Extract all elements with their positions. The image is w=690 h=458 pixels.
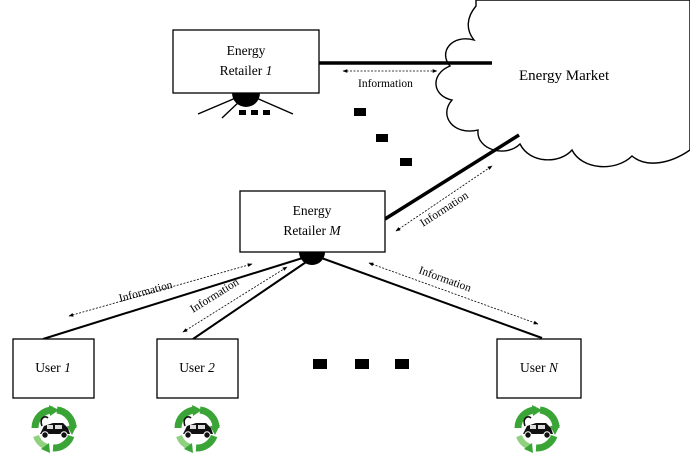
user-2-label: User 2 (179, 360, 215, 375)
energy-market-label: Energy Market (519, 68, 610, 84)
ellipsis-dot (395, 359, 409, 369)
ev-recycle-icon (518, 405, 560, 453)
user-n-label: User N (520, 360, 559, 375)
user-1-node: User 1 (12, 338, 95, 399)
ellipsis-dot (355, 359, 369, 369)
retailer-1-node: Energy Retailer 1 (172, 29, 320, 119)
ev-recycle-icon (35, 405, 77, 453)
info-label-market: Information (418, 189, 471, 229)
ellipsis-dot (354, 108, 366, 116)
info-label-top: Information (358, 78, 413, 90)
user-n-node: User N (496, 338, 582, 399)
ellipsis-dot (313, 359, 327, 369)
retailer-m-line1: Energy (293, 203, 332, 218)
retailer-m-line2: Retailer M (283, 223, 341, 238)
ev-recycle-icon (178, 405, 220, 453)
retailer-1-line1: Energy (227, 43, 266, 58)
user-2-node: User 2 (156, 338, 239, 399)
link-user-1 (42, 255, 310, 340)
ellipsis-dot (400, 158, 412, 166)
ellipsis-dot (376, 134, 388, 142)
info-label-user-2: Information (188, 276, 241, 315)
energy-market-cloud: Energy Market (435, 0, 690, 168)
user-1-label: User 1 (35, 360, 71, 375)
retailer-1-line2: Retailer 1 (220, 63, 273, 78)
retailer-m-node: Energy Retailer M (239, 190, 386, 265)
